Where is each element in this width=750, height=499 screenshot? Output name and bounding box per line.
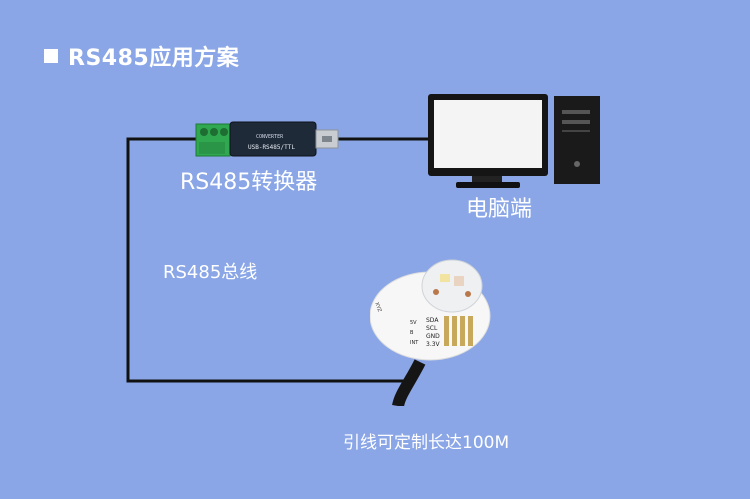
sensor-module-image: XYZ SDA SCL GND 3.3V 5V B INT (370, 259, 491, 406)
pin-sda: SDA (426, 317, 439, 324)
converter-subtitle: CONVERTER (256, 134, 284, 140)
converter-model: USB-RS485/TTL (248, 144, 295, 151)
pin-3v3: 3.3V (426, 341, 441, 348)
cable-length-label: 引线可定制长达100M (343, 433, 510, 453)
svg-text:XYZ: XYZ (373, 301, 382, 313)
pin-gnd: GND (426, 333, 440, 340)
pin-int: INT (410, 340, 419, 346)
pin-scl: SCL (426, 325, 438, 332)
computer-label: 电脑端 (466, 197, 533, 222)
pin-5v: 5V (410, 320, 417, 326)
desktop-computer-image (428, 94, 600, 188)
sensor-pin-labels: SDA SCL GND 3.3V 5V B INT (410, 317, 441, 348)
usb-converter-image: CONVERTER USB-RS485/TTL (195, 121, 339, 157)
title-bullet (44, 49, 58, 63)
pin-b: B (410, 330, 414, 336)
title-text: RS485应用方案 (68, 46, 240, 71)
bus-label: RS485总线 (163, 262, 258, 283)
page-title: RS485应用方案 (44, 40, 239, 72)
converter-label: RS485转换器 (180, 170, 318, 195)
